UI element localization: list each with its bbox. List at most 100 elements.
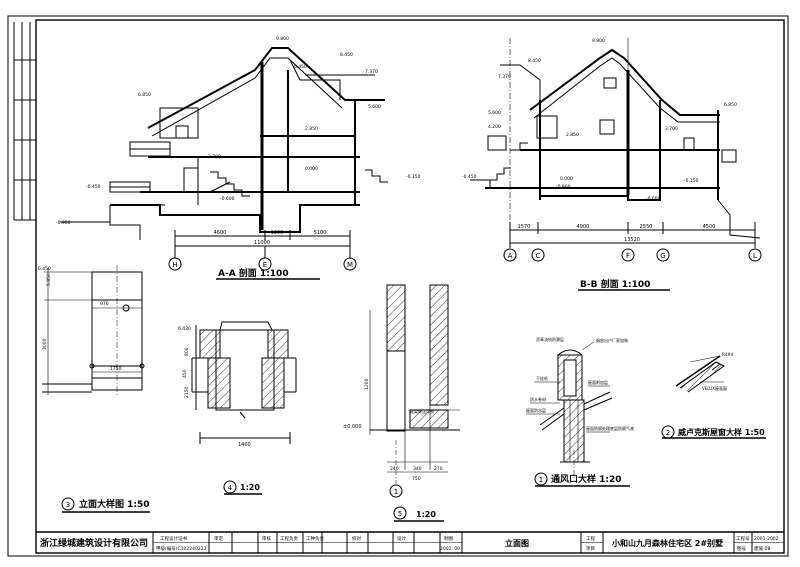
d1-note: 烟囱出户厂家加装: [596, 337, 628, 343]
item-label: 项目: [586, 546, 595, 552]
d5-dim: 1200: [364, 378, 370, 390]
d3-dim: 6.450: [38, 266, 51, 272]
bb-axis-l: L: [753, 252, 757, 260]
drawing-date: 2002. 09: [440, 546, 460, 552]
detail-3-drawing: [42, 265, 145, 395]
aa-level: 5.600: [368, 104, 381, 110]
aa-level: 6.850: [138, 92, 151, 98]
d5-axis: 1: [394, 488, 398, 496]
section-bb-title: B-B 剖面 1:100: [580, 278, 650, 290]
bb-dim-4: 4500: [703, 224, 716, 230]
aa-level: 8.450: [340, 52, 353, 58]
aa-level: -0.450: [86, 184, 101, 190]
sheet-no-label: 图号: [737, 546, 746, 552]
aa-level: 2.850: [305, 126, 318, 132]
bb-level: 6.850: [724, 102, 737, 108]
role-label: 审核: [262, 535, 271, 542]
detail-1-drawing: [526, 341, 613, 480]
detail-1-bubble: [534, 472, 548, 486]
d5-dim: 750: [412, 476, 421, 482]
d1-note: 屋面防腐处理底层防腐气液: [586, 425, 634, 431]
bb-level: -0.450: [462, 174, 477, 180]
d5-note: 过梁做法详图: [410, 408, 434, 414]
bb-level: 9.800: [592, 38, 605, 44]
aa-level: -0.900: [56, 220, 71, 226]
project-name: 小和山九月森林住宅区 2#别墅: [611, 538, 723, 548]
d3-dim: 5.850: [46, 273, 52, 286]
aa-axis-e: E: [263, 261, 267, 269]
detail-5-number: 5: [398, 510, 402, 518]
detail-4-drawing: [191, 321, 297, 444]
detail-2-drawing: [675, 355, 725, 393]
d5-dim: 340: [413, 466, 422, 472]
d3-dim: 1750: [110, 366, 122, 372]
bb-level: 2.850: [566, 132, 579, 138]
aa-level: 3.700: [208, 154, 221, 160]
bb-axis-c: C: [536, 252, 541, 260]
sheet-frame: [7, 15, 789, 557]
project-no-label: 工程号: [736, 535, 750, 542]
bb-dim-1: 1570: [518, 224, 531, 230]
d4-dim: 2150: [184, 386, 190, 398]
d5-dim: 270: [434, 466, 443, 472]
section-bb-drawing: [470, 38, 761, 248]
d1-note: 屋面附加层: [588, 379, 608, 385]
role-label: 审定: [214, 535, 223, 542]
aa-level: 0.000: [305, 166, 318, 172]
detail-4-bubble: [223, 480, 237, 494]
aa-dim-1: 4600: [214, 230, 227, 236]
bb-level: -0.150: [684, 178, 699, 184]
bb-level: 8.450: [528, 58, 541, 64]
d3-dim: 970: [100, 301, 109, 307]
role-label: 校对: [352, 535, 361, 542]
aa-dim-total: 11000: [254, 240, 270, 246]
aa-axis-m: M: [347, 261, 353, 269]
aa-dim-2: 1300: [271, 230, 284, 236]
detail-1-title: 通风口大样 1:20: [551, 473, 622, 485]
d2-note: R4#4: [722, 352, 734, 357]
d4-dim: 450: [182, 369, 188, 378]
bb-dim-total: 13520: [624, 237, 640, 243]
aa-level: 9.800: [276, 36, 289, 42]
d4-dim: 1400: [238, 442, 251, 448]
detail-1-number: 1: [539, 476, 543, 484]
company-name: 浙江绿城建筑设计有限公司: [40, 537, 148, 549]
d4-dim: 6.430: [178, 326, 191, 332]
sheet-no: 建施-08: [754, 545, 770, 552]
cert-line-2: 甲级(编号)C102240223: [156, 545, 207, 552]
aa-dim-3: 5100: [314, 230, 327, 236]
bb-level: -0.600: [646, 196, 661, 202]
role-label: 工程负责: [280, 535, 298, 542]
d5-level: ±0.000: [343, 424, 362, 430]
d1-note: 干挂纸: [536, 375, 548, 381]
bb-dim-3: 2550: [640, 224, 653, 230]
aa-level: 6.450: [294, 64, 307, 70]
role-label: 工种负责: [306, 535, 324, 542]
section-aa-axis-bubbles: [168, 257, 357, 271]
d4-dim: 800: [184, 347, 190, 356]
project-label: 工程: [586, 535, 595, 542]
aa-level: 7.370: [365, 69, 378, 75]
detail-4-number: 4: [228, 484, 233, 492]
section-aa-drawing: [60, 47, 388, 258]
detail-4-title: 1:20: [240, 483, 260, 492]
detail-2-number: 2: [666, 429, 670, 437]
bb-level: 0.000: [560, 176, 573, 182]
bb-axis-f: F: [626, 252, 630, 260]
title-block-frame: [36, 531, 784, 553]
bb-level: 7.370: [498, 74, 511, 80]
bb-axis-a: A: [508, 252, 513, 260]
d1-note: 防水卷材: [530, 396, 546, 402]
section-aa-title: A-A 剖面 1:100: [218, 267, 289, 279]
role-label: 制图: [444, 535, 453, 542]
project-no: 2001-2002: [754, 536, 779, 542]
d5-dim: 240: [390, 466, 399, 472]
aa-level: -0.600: [220, 196, 235, 202]
role-label: 设计: [397, 535, 406, 542]
d1-note: 屋面防水层: [526, 407, 546, 413]
detail-5-title: 1:20: [416, 510, 436, 519]
d2-note: VELUX屋面窗: [702, 385, 727, 391]
bb-level: 5.600: [488, 110, 501, 116]
detail-2-title: 威卢克斯屋窗大样 1:50: [678, 427, 765, 437]
aa-axis-h: H: [172, 261, 177, 269]
